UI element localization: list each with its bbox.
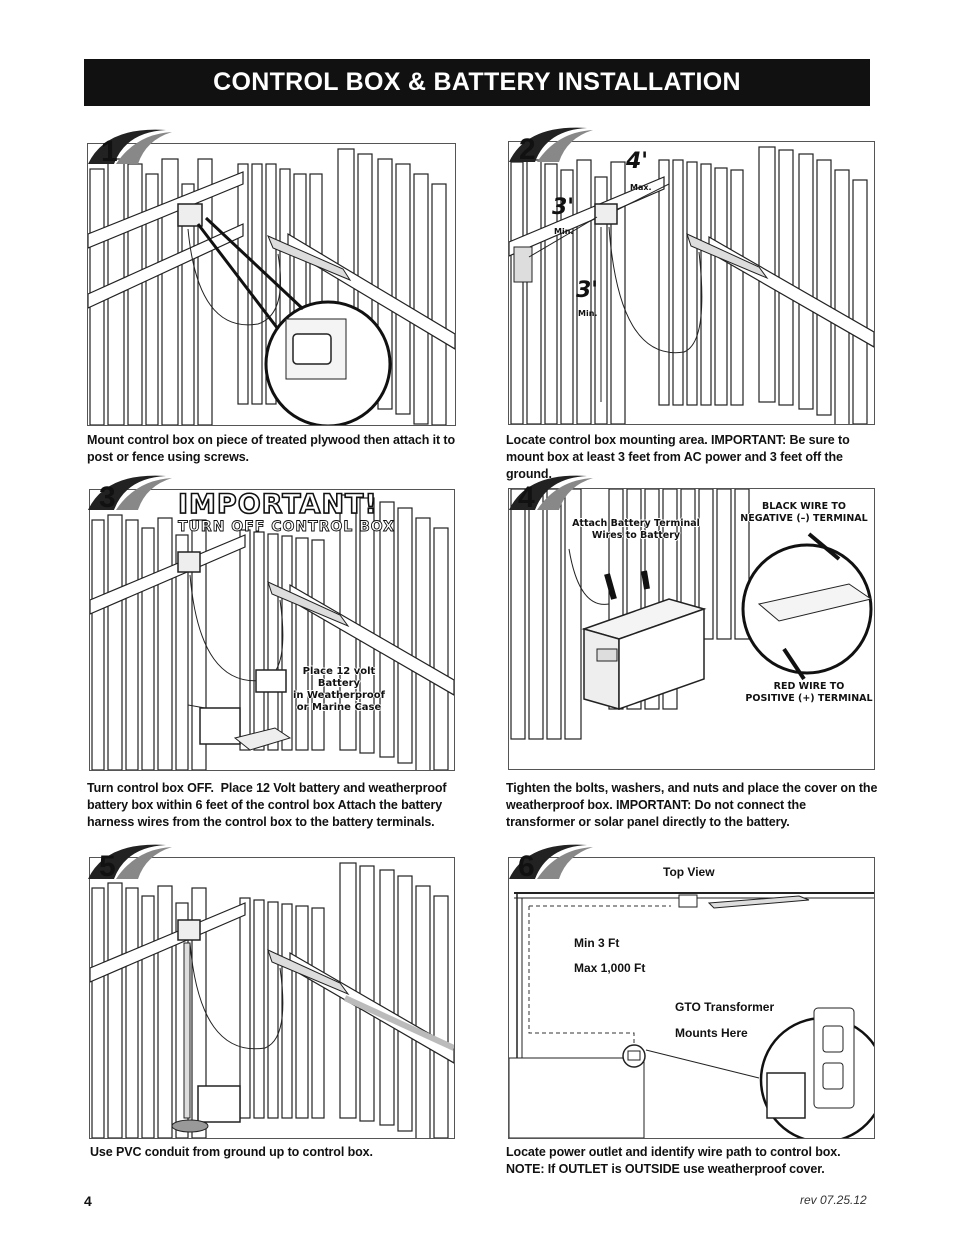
step-4-badge: [509, 475, 593, 510]
step-3-caption-text: Place 12 Volt battery and weatherproof b…: [87, 781, 447, 829]
step-3-battery-label-line-1: Place 12 volt Battery: [302, 666, 376, 689]
fence-scene-1: [88, 148, 455, 425]
step-6-gto-label-2: Mounts Here: [675, 1026, 748, 1040]
step-4-attach-line-2: Wires to Battery: [591, 530, 681, 541]
step-3-battery-label-line-3: or Marine Case: [296, 702, 382, 713]
step-4-black-wire-label: BLACK WIRE TO NEGATIVE (–) TERMINAL: [738, 501, 870, 525]
step-2-number: 2: [519, 133, 536, 166]
step-4-red-line-2: POSITIVE (+) TERMINAL: [745, 693, 873, 704]
revision-date: rev 07.25.12: [800, 1193, 867, 1207]
fence-scene-2: [509, 146, 874, 424]
step-4-red-line-1: RED WIRE TO: [773, 681, 845, 692]
step-2-three-feet-horizontal: 3': [552, 195, 575, 220]
step-1-illustration: [87, 143, 456, 426]
step-1-caption: Mount control box on piece of treated pl…: [87, 433, 456, 464]
step-4-attach-line-1: Attach Battery Terminal: [572, 518, 700, 529]
page-title: CONTROL BOX & BATTERY INSTALLATION: [213, 68, 741, 96]
top-view-scene-6: [509, 892, 874, 1138]
step-5-number: 5: [99, 850, 116, 883]
step-4-number: 4: [518, 481, 535, 514]
step-4-black-line-1: BLACK WIRE TO: [762, 501, 846, 512]
step-6-caption: Locate power outlet and identify wire pa…: [506, 1144, 878, 1178]
step-2-three-feet-vertical: 3': [576, 278, 599, 303]
step-3-caption: Turn control box OFF. Place 12 Volt batt…: [87, 780, 459, 831]
step-1-badge: [88, 129, 172, 164]
step-5-caption: Use PVC conduit from ground up to contro…: [90, 1145, 373, 1159]
step-4-caption: Tighten the bolts, washers, and nuts and…: [506, 781, 878, 829]
step-5-badge: [88, 844, 172, 879]
step-3-illustration: [89, 489, 455, 771]
step-4-illustration: [508, 488, 875, 770]
step-4-attach-label: Attach Battery Terminal Wires to Battery: [568, 518, 704, 542]
step-6-badge: [509, 844, 593, 879]
step-6-number: 6: [518, 850, 535, 883]
step-3-battery-label: Place 12 volt Battery in Weatherproof or…: [292, 666, 386, 714]
step-1-number: 1: [101, 135, 118, 168]
step-6-caption-line-1: Locate power outlet and identify wire pa…: [506, 1145, 841, 1159]
step-6-top-view-label: Top View: [663, 865, 715, 879]
step-6-min-distance: Min 3 Ft: [574, 936, 620, 950]
step-3-battery-label-line-2: in Weatherproof: [292, 690, 386, 701]
step-3-badge: [88, 475, 172, 510]
step-4-black-line-2: NEGATIVE (–) TERMINAL: [740, 513, 868, 524]
step-2-caption: Locate control box mounting area. IMPORT…: [506, 433, 850, 481]
step-6-illustration: [508, 857, 875, 1139]
step-3-number: 3: [99, 481, 116, 514]
battery-scene-4: [510, 489, 873, 740]
step-2-min-horizontal: Min.: [554, 227, 574, 236]
step-2-four-feet: 4': [626, 149, 649, 174]
step-2-illustration: [508, 141, 875, 425]
page-banner: CONTROL BOX & BATTERY INSTALLATION: [84, 59, 870, 106]
page-number: 4: [84, 1193, 92, 1209]
step-2-badge: [509, 127, 593, 162]
step-6-gto-label-1: GTO Transformer: [675, 1000, 775, 1014]
step-6-caption-line-2: NOTE: If OUTLET is OUTSIDE use weatherpr…: [506, 1162, 825, 1176]
step-6-max-distance: Max 1,000 Ft: [574, 961, 646, 975]
important-subheading: TURN OFF CONTROL BOX: [178, 519, 395, 536]
fence-scene-3: [90, 494, 454, 770]
step-4-red-wire-label: RED WIRE TO POSITIVE (+) TERMINAL: [744, 681, 874, 705]
important-heading: IMPORTANT!: [177, 489, 378, 521]
step-5-illustration: [89, 857, 455, 1139]
step-3-caption-bold: Turn control box OFF.: [87, 781, 214, 795]
step-2-max: Max.: [630, 183, 652, 192]
step-2-min-vertical: Min.: [578, 309, 598, 318]
fence-scene-5: [90, 862, 454, 1138]
